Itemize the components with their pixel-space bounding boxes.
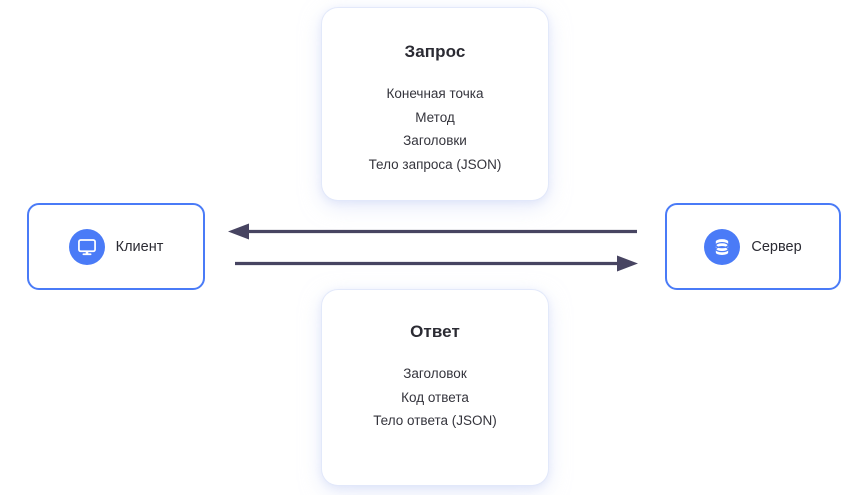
response-card-title: Ответ <box>410 322 460 341</box>
response-card: Ответ Заголовок Код ответа Тело ответа (… <box>322 290 548 485</box>
response-arrow <box>228 223 637 240</box>
client-node-content: Клиент <box>68 228 164 265</box>
request-item-body: Тело запроса (JSON) <box>368 156 502 172</box>
request-item-headers: Заголовки <box>403 133 467 148</box>
server-node-content: Сервер <box>704 228 802 265</box>
request-arrow <box>235 255 638 272</box>
database-icon <box>704 228 741 265</box>
response-item-body: Тело ответа (JSON) <box>373 413 497 428</box>
request-card-title: Запрос <box>404 42 466 61</box>
client-node-label: Клиент <box>115 238 164 255</box>
request-item-endpoint: Конечная точка <box>386 86 484 101</box>
request-item-method: Метод <box>415 109 455 125</box>
request-card: Запрос Конечная точка Метод Заголовки Те… <box>322 8 548 200</box>
server-node-label: Сервер <box>751 238 802 255</box>
response-item-status-code: Код ответа <box>401 389 469 405</box>
monitor-icon <box>68 228 105 265</box>
response-card-items: Заголовок Код ответа Тело ответа (JSON) <box>322 362 548 433</box>
request-card-items: Конечная точка Метод Заголовки Тело запр… <box>322 82 548 176</box>
response-item-header: Заголовок <box>403 366 467 381</box>
server-node: Сервер <box>665 203 841 290</box>
client-node: Клиент <box>27 203 205 290</box>
